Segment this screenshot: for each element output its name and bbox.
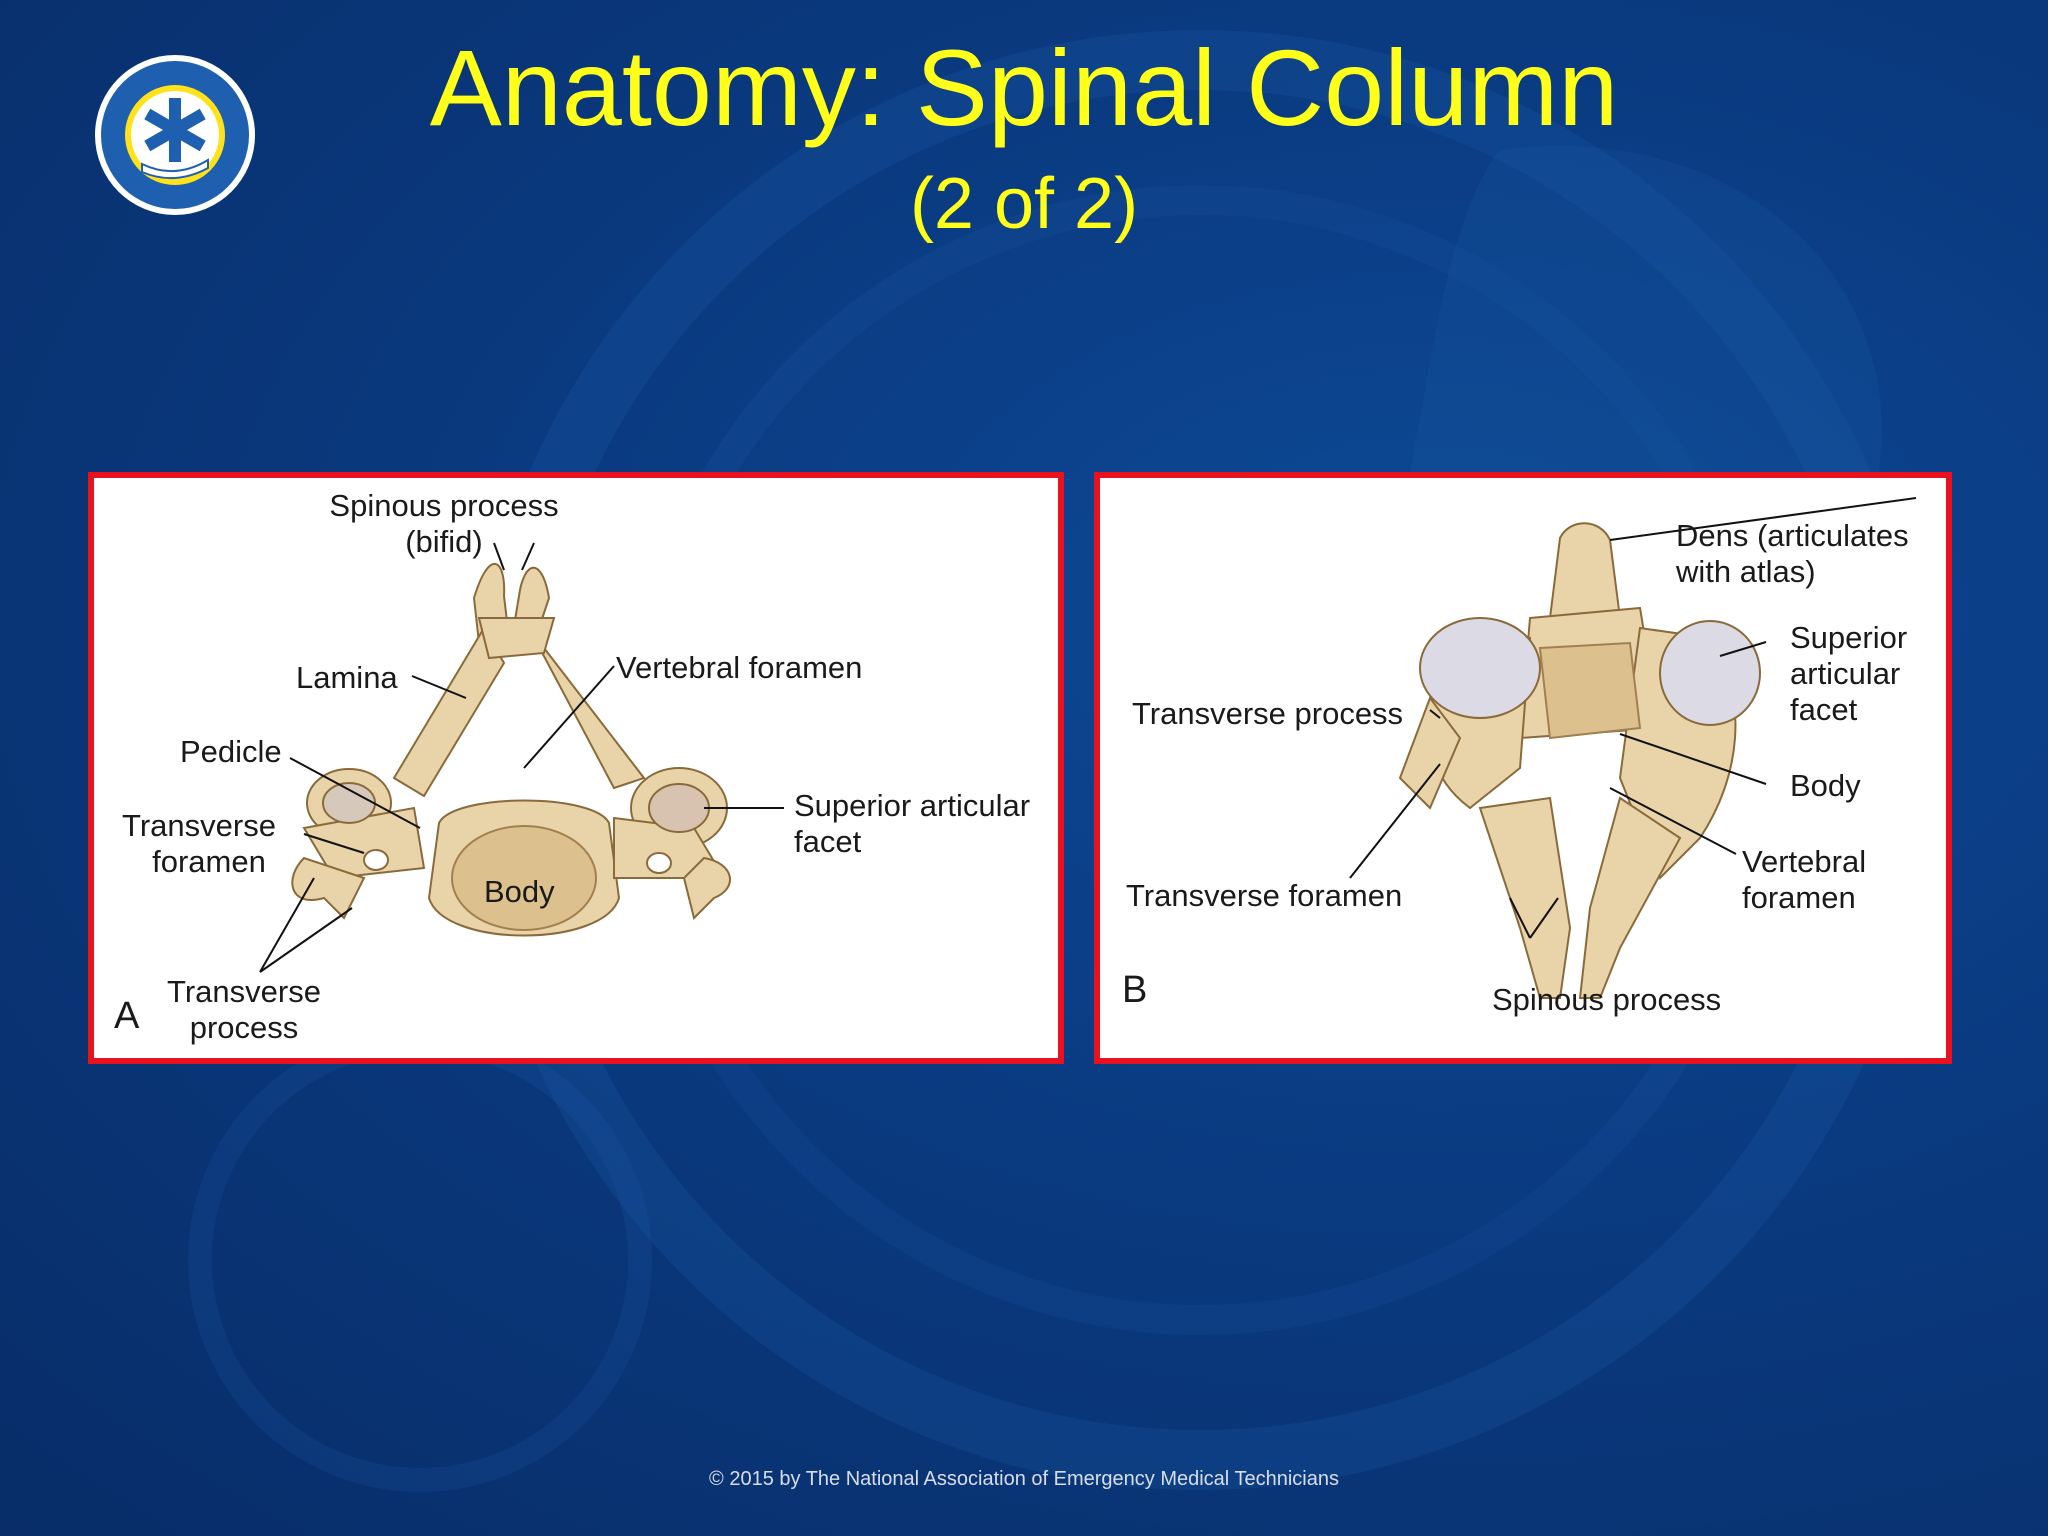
label-transverse-process-line1: Transverse	[167, 974, 321, 1009]
label-superior-articular-line2: facet	[794, 824, 862, 859]
figure-letter-b: B	[1122, 969, 1148, 1011]
figure-a-panel: Spinous process (bifid) Lamina Vertebral…	[88, 472, 1064, 1064]
phtls-logo	[92, 52, 258, 218]
label-vertebral-foramen: Vertebral foramen	[616, 650, 863, 685]
label-pedicle: Pedicle	[180, 734, 282, 769]
label-bifid: (bifid)	[405, 524, 483, 559]
label-dens-line2: with atlas)	[1676, 554, 1816, 589]
cervical-vertebra-superior-view	[259, 542, 784, 973]
label-body: Body	[484, 874, 555, 909]
label-transverse-process: Transverse process	[1132, 696, 1404, 731]
label-spinous-process: Spinous process	[1492, 982, 1722, 1017]
label-vertebral-line1: Vertebral	[1742, 844, 1867, 879]
label-lamina: Lamina	[296, 660, 398, 695]
figure-letter-a: A	[114, 995, 140, 1037]
label-transverse-process-line2: process	[189, 1010, 299, 1045]
label-dens-line1: Dens (articulates	[1676, 518, 1909, 553]
label-superior-line2: articular	[1790, 656, 1901, 691]
label-superior-line3: facet	[1790, 692, 1858, 727]
label-transverse-foramen-line2: foramen	[152, 844, 266, 879]
slide-title: Anatomy: Spinal Column	[429, 27, 1619, 148]
label-transverse-foramen: Transverse foramen	[1126, 878, 1403, 913]
label-superior-articular-line1: Superior articular	[794, 788, 1031, 823]
copyright-footer: © 2015 by The National Association of Em…	[709, 1468, 1339, 1490]
axis-vertebra-view	[1349, 497, 1917, 999]
label-vertebral-line2: foramen	[1742, 880, 1856, 915]
label-body: Body	[1790, 768, 1861, 803]
label-spinous-process: Spinous process	[329, 488, 559, 523]
slide-subtitle: (2 of 2)	[909, 164, 1139, 244]
label-superior-line1: Superior	[1790, 620, 1908, 655]
figure-b-panel: Dens (articulates with atlas) Superior a…	[1094, 472, 1952, 1064]
label-transverse-foramen-line1: Transverse	[122, 808, 276, 843]
